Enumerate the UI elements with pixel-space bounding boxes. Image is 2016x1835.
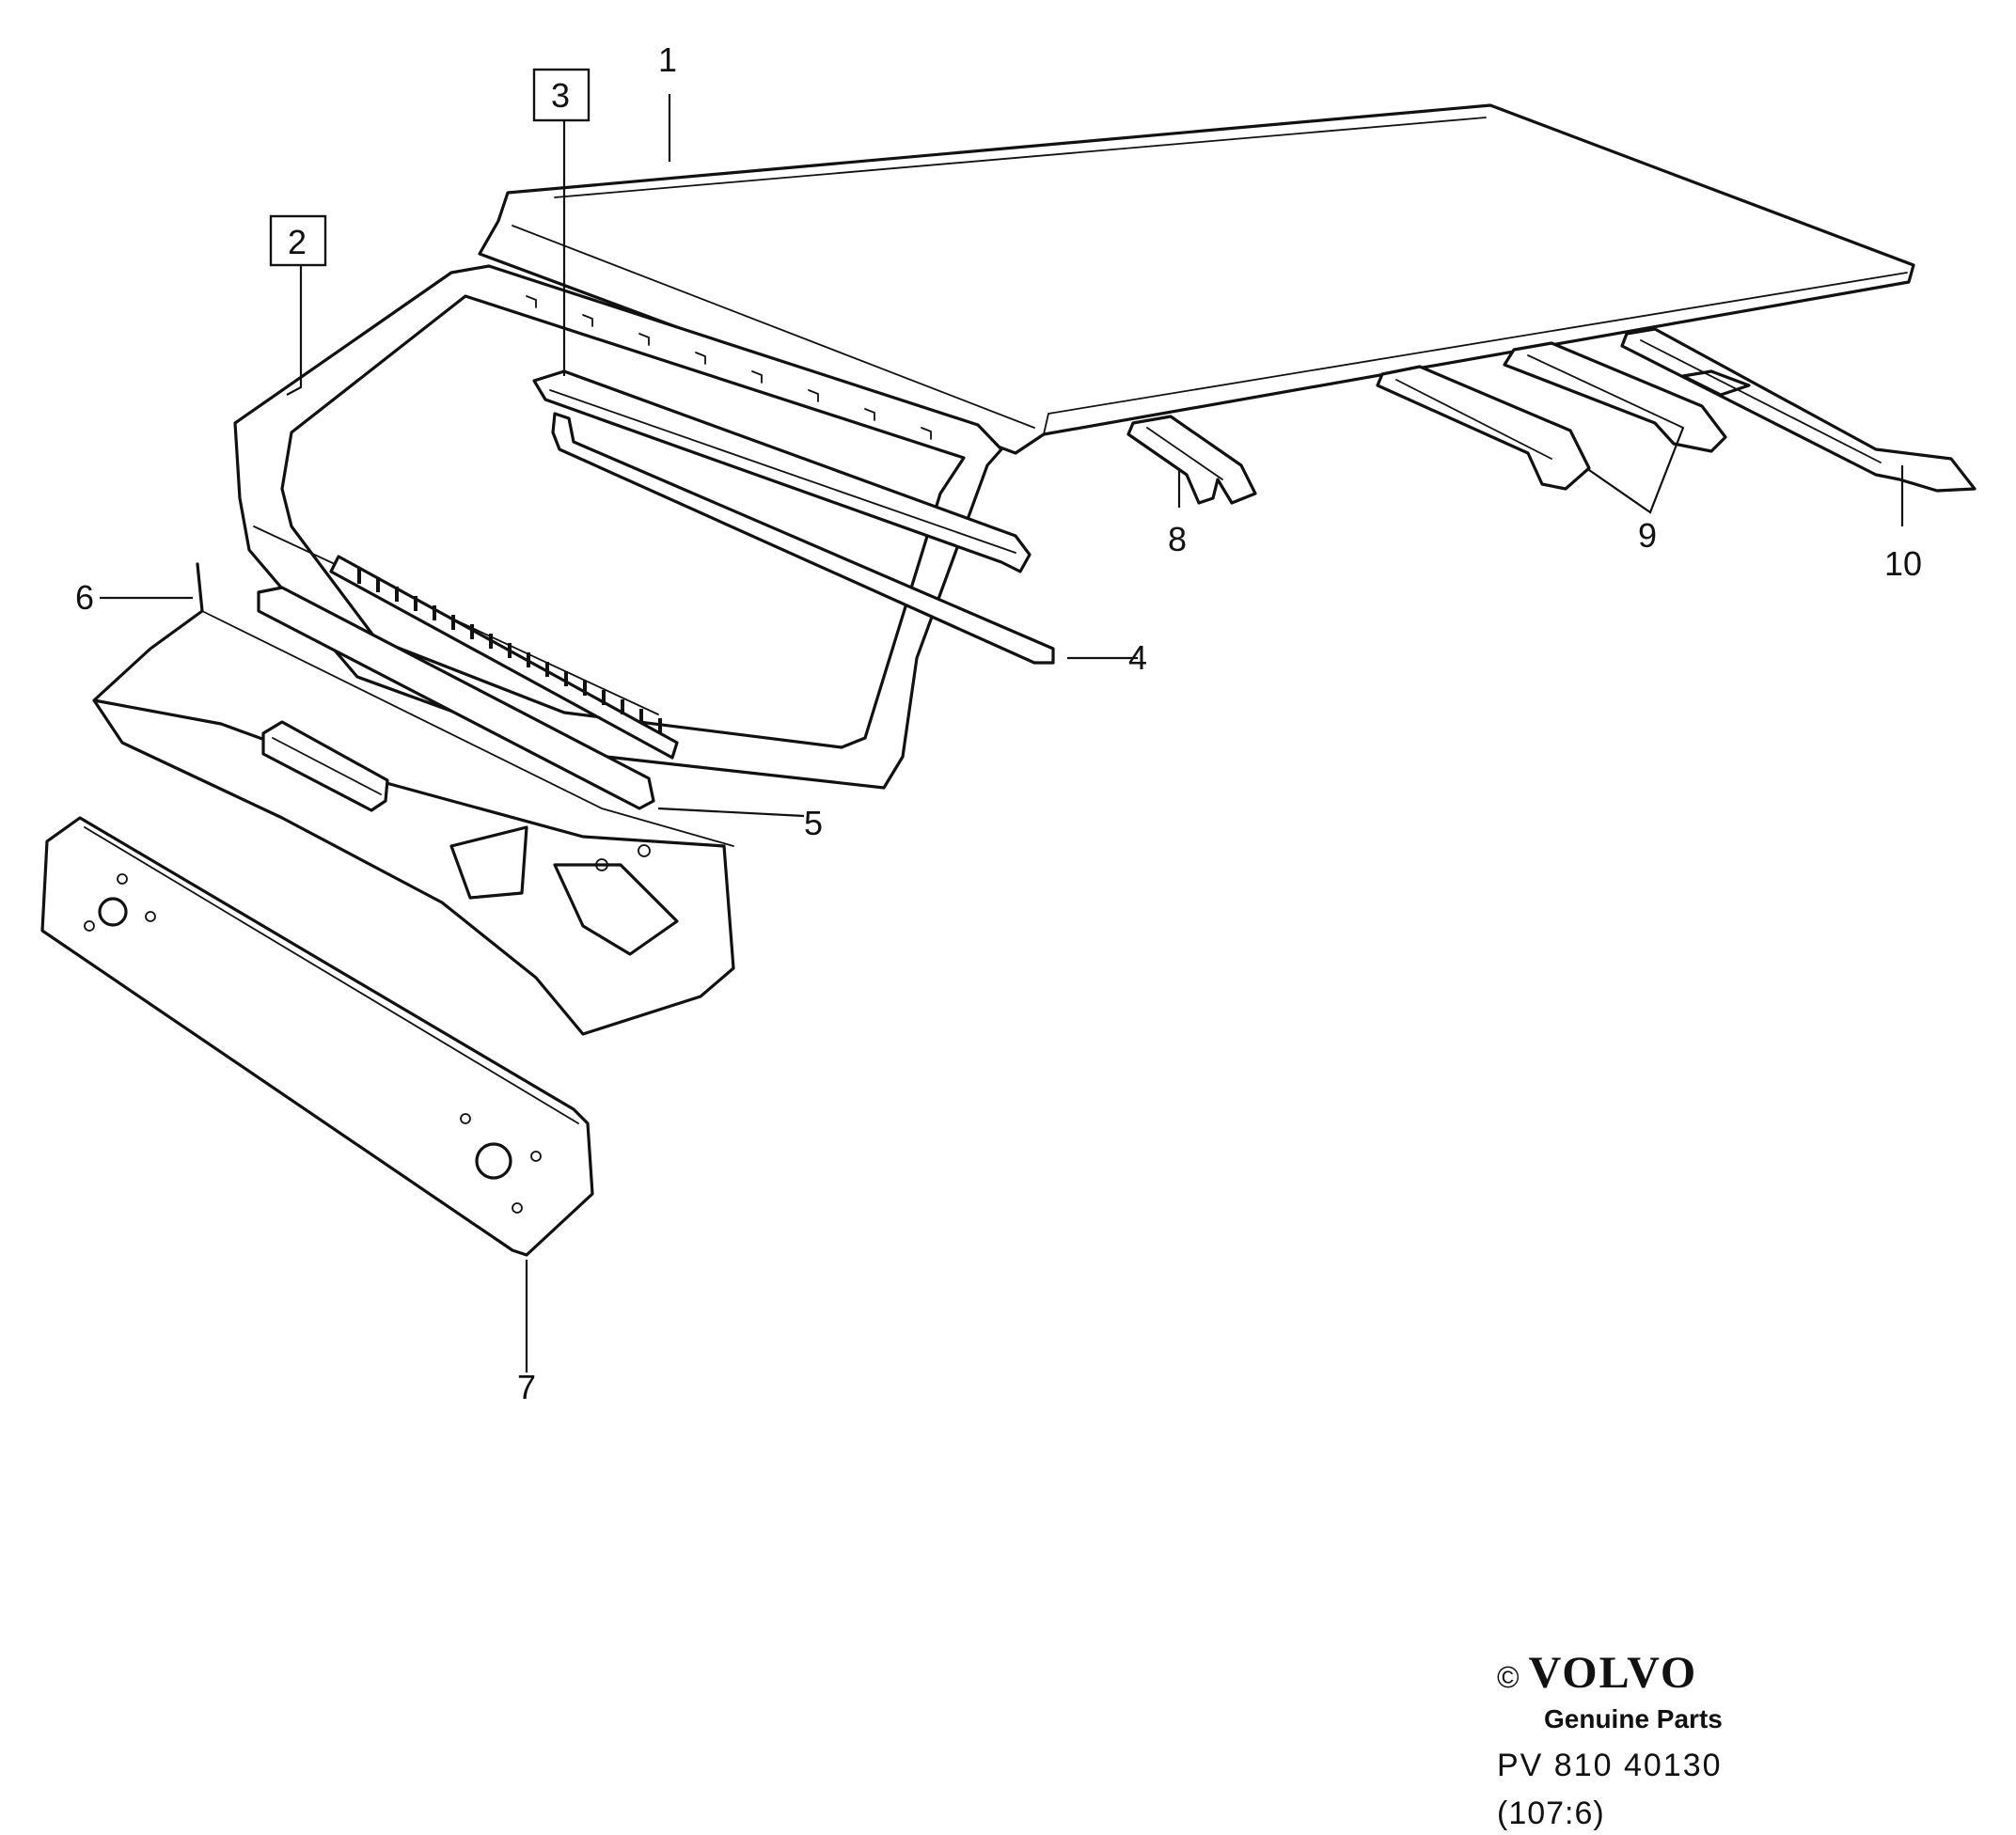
callout-box-2	[269, 214, 327, 267]
volvo-parts-footer: ©VOLVO Genuine Parts PV 810 40130 (107:6…	[1497, 1647, 1892, 1832]
volvo-logo-text: VOLVO	[1528, 1648, 1698, 1698]
callout-7: 7	[517, 1368, 536, 1406]
bulkhead-panel	[40, 816, 594, 1257]
diagram-reference: (107:6)	[1497, 1796, 1605, 1831]
cowl-trim-strip	[257, 586, 655, 810]
front-roof-cross-member	[1126, 415, 1257, 505]
brand-row: ©VOLVO	[1497, 1647, 1892, 1699]
roof-cross-members	[1376, 341, 1727, 491]
callout-4: 4	[1128, 638, 1147, 677]
callout-1: 1	[658, 40, 677, 79]
windscreen-seal-strip	[551, 412, 1055, 665]
vent-slots	[357, 569, 662, 733]
copyright-symbol: ©	[1497, 1660, 1521, 1694]
genuine-parts-tagline: Genuine Parts	[1544, 1704, 1723, 1733]
roof-panel	[478, 103, 1915, 455]
callout-3: 3	[551, 76, 570, 115]
cowl-panel	[92, 562, 735, 1036]
callout-10: 10	[1884, 544, 1922, 583]
leader-lines	[100, 94, 1904, 1372]
callout-9: 9	[1638, 516, 1657, 555]
roof-side-rail	[1620, 327, 1977, 493]
callout-8: 8	[1168, 520, 1187, 558]
callout-2: 2	[288, 223, 307, 261]
upper-windscreen-moulding	[532, 369, 1032, 573]
callout-5: 5	[804, 804, 823, 842]
windscreen	[233, 264, 1003, 790]
diagram-part-number: PV 810 40130	[1497, 1748, 1723, 1783]
callout-box-3	[532, 68, 591, 122]
callout-6: 6	[75, 578, 94, 617]
top-edge-clips	[526, 295, 932, 440]
